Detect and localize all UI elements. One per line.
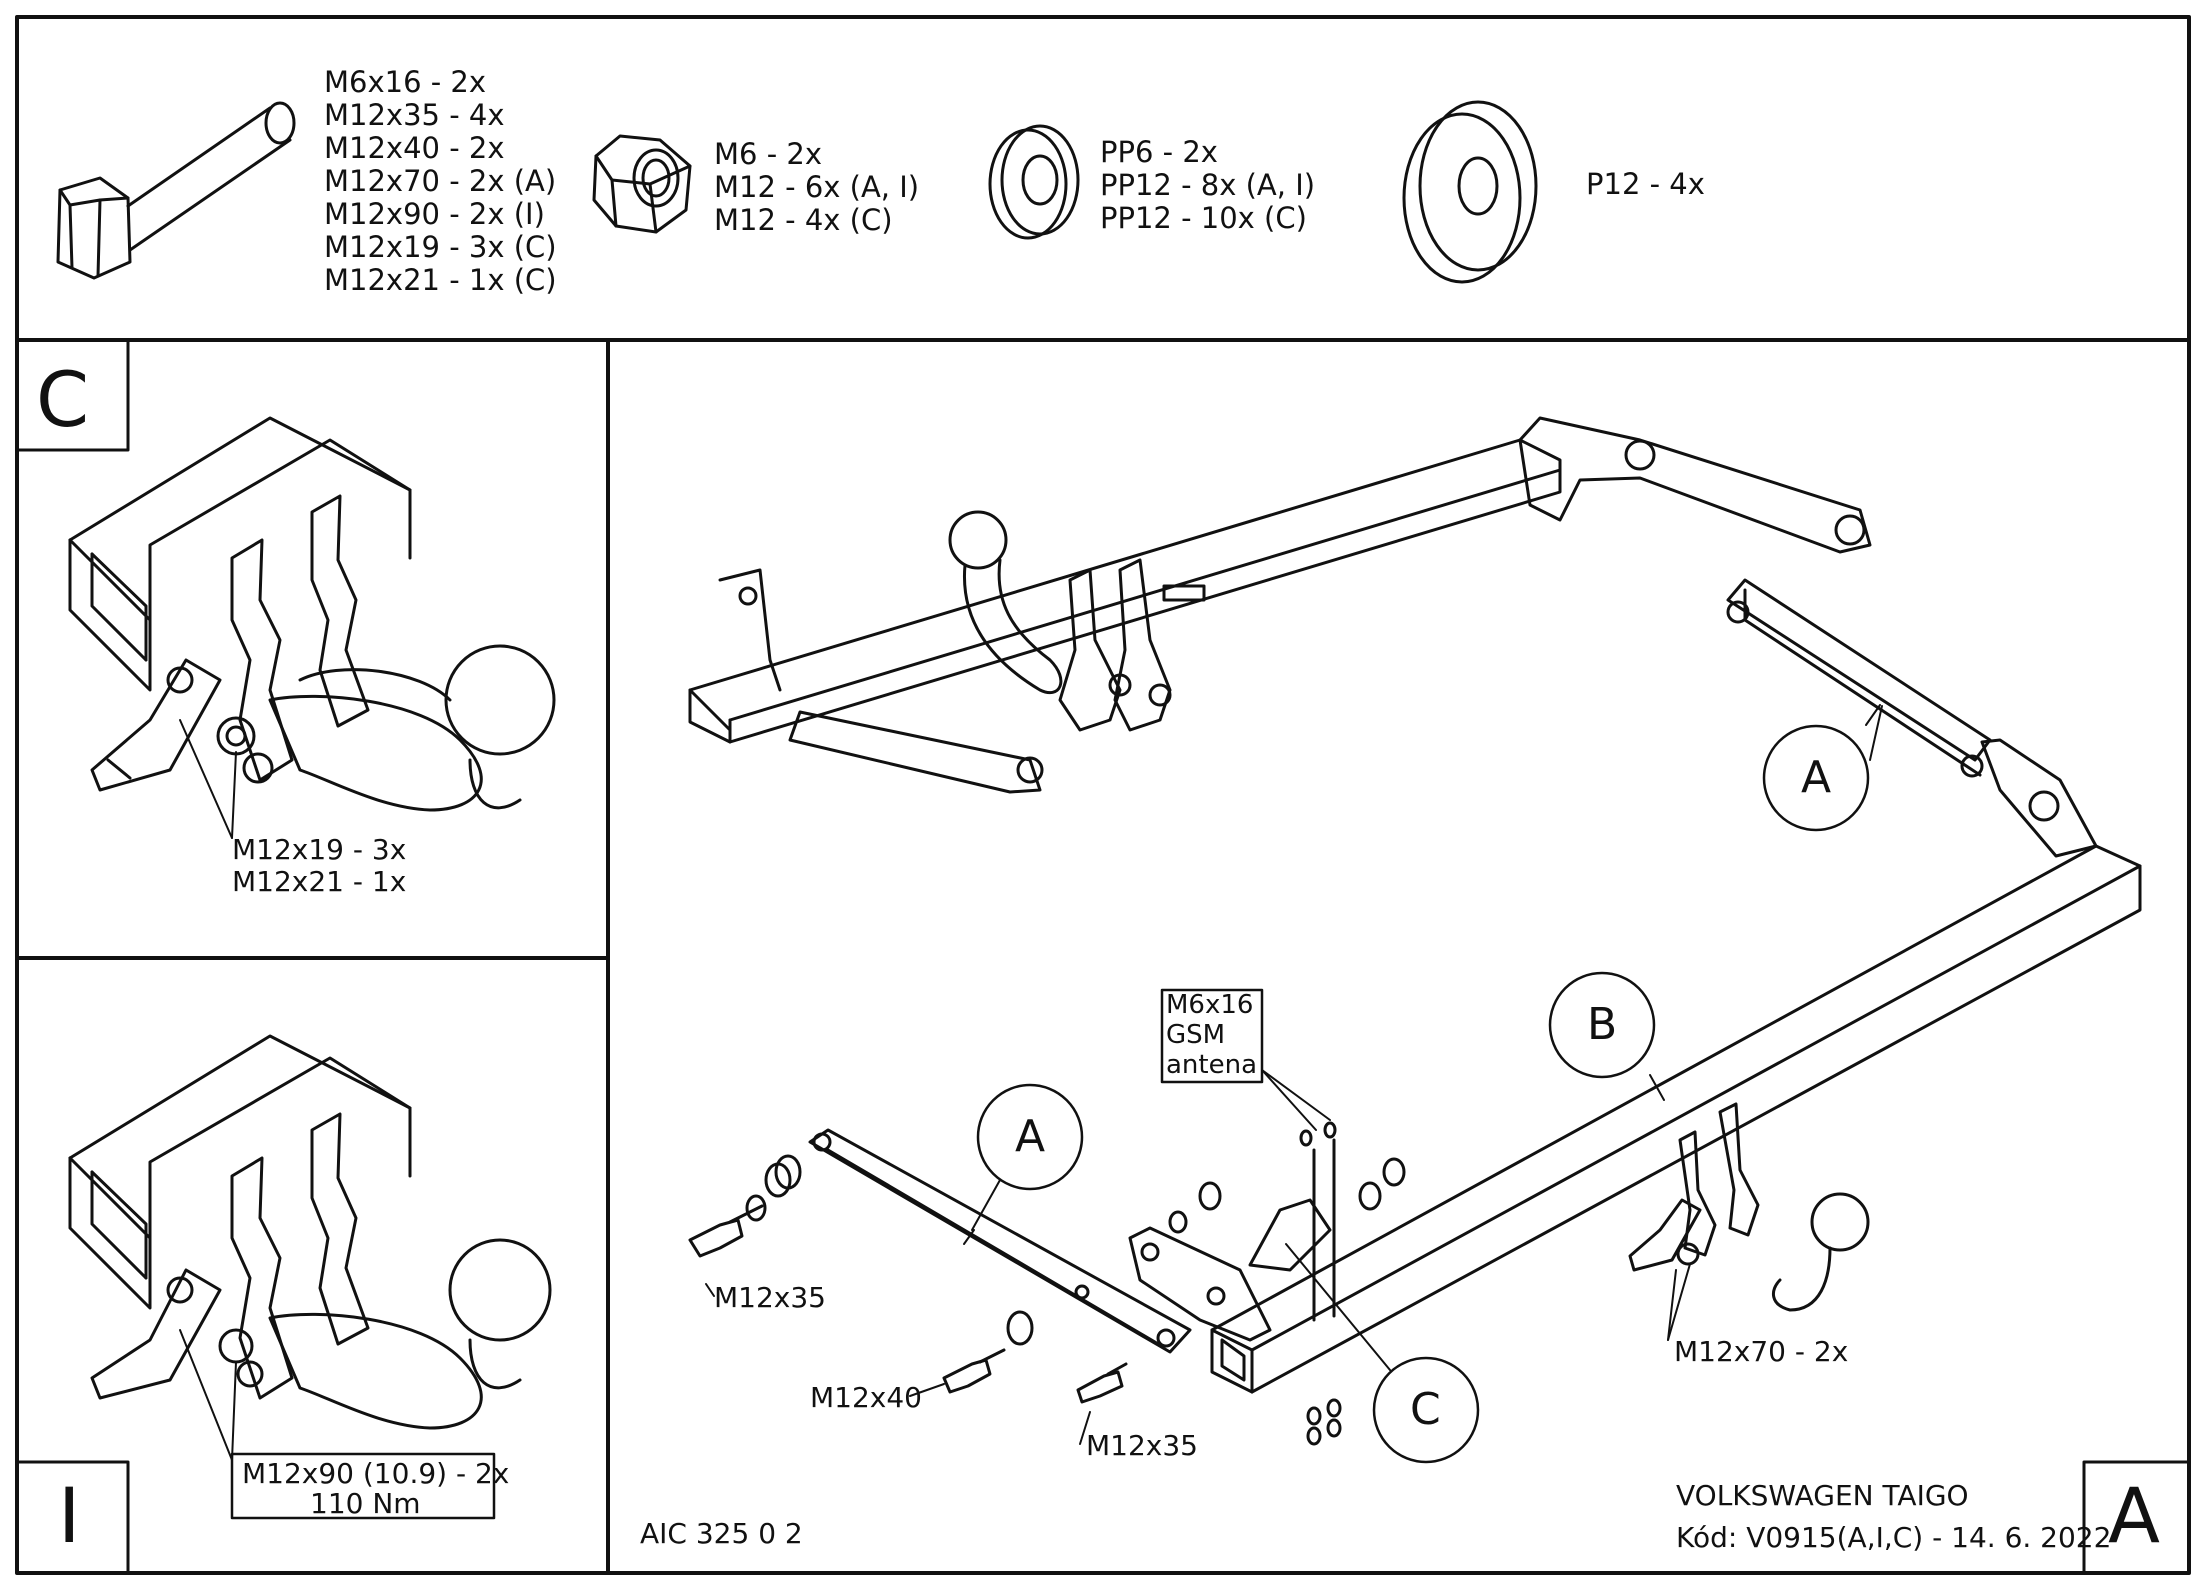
panel-letter-a: A [2108,1471,2160,1560]
large-washer-spec: P12 - 4x [1586,167,1705,201]
callout-circles [976,724,1870,1464]
bolt-spec: M12x19 - 3x (C) [324,230,557,264]
washer-spec: PP12 - 10x (C) [1100,201,1307,235]
panel-letter-i: I [58,1471,81,1560]
callout-a-right: A [1801,752,1832,803]
towbar-detail-c [68,416,556,839]
panel-i-label: M12x90 (10.9) - 2x [242,1457,510,1490]
washer-list: PP6 - 2x PP12 - 8x (A, I) PP12 - 10x (C) [1100,138,1315,237]
vehicle-name: VOLKSWAGEN TAIGO [1676,1479,1969,1512]
bolt-spec: M12x21 - 1x (C) [324,263,557,297]
drawing-code: Kód: V0915(A,I,C) - 14. 6. 2022 [1676,1521,2112,1554]
panel-letter-c: C [36,355,90,444]
nut-spec: M12 - 4x (C) [714,203,893,237]
panel-c-label: M12x21 - 1x [232,865,407,898]
bolt-spec: M12x70 - 2x (A) [324,164,557,198]
washer-icon [988,124,1080,240]
bolt-spec: M12x90 - 2x (I) [324,197,545,231]
callout-b: B [1587,999,1618,1050]
gsm-label: GSM [1166,1020,1226,1050]
cross-beam [1210,738,2142,1394]
front-arm-exploded [808,1128,1192,1354]
drawing-frame [15,15,2191,1575]
panel-c-label: M12x19 - 3x [232,833,407,866]
nut-spec: M12 - 6x (A, I) [714,170,920,204]
panel-c-labels: M12x19 - 3x M12x21 - 1x [232,836,406,900]
callout-a-left: A [1015,1111,1046,1162]
label-m12x40: M12x40 [810,1381,922,1414]
gsm-antenna-box: M6x16 GSM antena [1166,992,1257,1082]
label-m12x35-left: M12x35 [714,1281,826,1314]
bolt-spec: M6x16 - 2x [324,65,487,99]
bolt-spec: M12x40 - 2x [324,131,505,165]
bolt-icon [56,101,296,280]
label-m12x70: M12x70 - 2x [1674,1335,1849,1368]
washer-spec: PP12 - 8x (A, I) [1100,168,1316,202]
panel-i-torque: 110 Nm [310,1487,421,1520]
end-bracket-exploded [1128,1198,1332,1342]
label-m12x35-bottom: M12x35 [1086,1429,1198,1462]
leader-lines [705,705,1883,1445]
exploded-bolts [688,1121,1406,1446]
gsm-label: M6x16 [1166,990,1254,1020]
bolt-list: M6x16 - 2x M12x35 - 4x M12x40 - 2x M12x7… [324,68,557,299]
nut-spec: M6 - 2x [714,137,822,171]
callout-c: C [1410,1384,1441,1435]
washer-spec: PP6 - 2x [1100,135,1218,169]
large-washer-icon [1402,100,1538,284]
bolt-spec: M12x35 - 4x [324,98,505,132]
drawing-number: AIC 325 0 2 [640,1517,803,1550]
towbar-detail-i [68,1034,552,1520]
assembled-towbar [688,416,1872,794]
nut-icon [592,134,692,234]
gsm-label: antena [1166,1050,1258,1080]
nut-list: M6 - 2x M12 - 6x (A, I) M12 - 4x (C) [714,140,919,239]
